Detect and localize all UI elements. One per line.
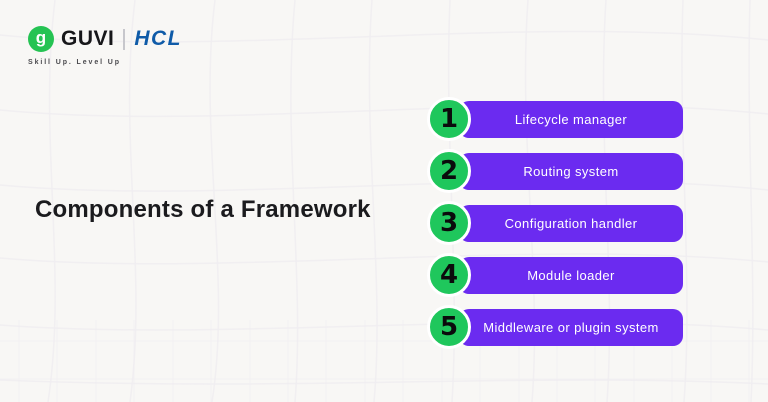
guvi-logo-glyph: g (35, 28, 47, 47)
step-number: 5 (439, 312, 459, 342)
brand-divider (123, 28, 126, 50)
list-item: 4 Module loader (427, 253, 683, 297)
list-item: 1 Lifecycle manager (427, 97, 683, 141)
component-label: Routing system (523, 163, 619, 179)
brand-tagline: Skill Up. Level Up (28, 59, 121, 66)
list-item: 2 Routing system (427, 149, 683, 193)
step-number: 4 (439, 260, 459, 290)
list-item: 3 Configuration handler (427, 201, 683, 245)
guvi-wordmark: GUVI (61, 27, 115, 50)
list-item: 5 Middleware or plugin system (427, 305, 683, 349)
brand-logo-lockup: g GUVI HCL Skill Up. Level Up (28, 26, 182, 66)
brand-row: g GUVI HCL (28, 26, 182, 52)
step-number-badge: 2 (427, 149, 471, 193)
step-number: 3 (439, 208, 459, 238)
step-number: 2 (439, 156, 459, 186)
component-bar: Module loader (459, 256, 683, 294)
component-label: Configuration handler (504, 215, 638, 231)
mesh-bottom-grid (0, 320, 768, 402)
component-label: Middleware or plugin system (483, 319, 659, 335)
mesh-horizontal-lines (0, 30, 768, 385)
component-bar: Configuration handler (459, 204, 683, 242)
guvi-logo-icon: g (28, 26, 54, 52)
page-title: Components of a Framework (35, 196, 371, 223)
components-list: 1 Lifecycle manager 2 Routing system 3 C… (427, 97, 683, 357)
step-number-badge: 3 (427, 201, 471, 245)
step-number-badge: 1 (427, 97, 471, 141)
component-bar: Middleware or plugin system (459, 308, 683, 346)
step-number: 1 (439, 104, 459, 134)
hcl-wordmark: HCL (134, 27, 183, 50)
step-number-badge: 4 (427, 253, 471, 297)
component-bar: Lifecycle manager (459, 100, 683, 138)
component-label: Lifecycle manager (514, 111, 628, 127)
component-bar: Routing system (459, 152, 683, 190)
component-label: Module loader (527, 267, 615, 283)
step-number-badge: 5 (427, 305, 471, 349)
